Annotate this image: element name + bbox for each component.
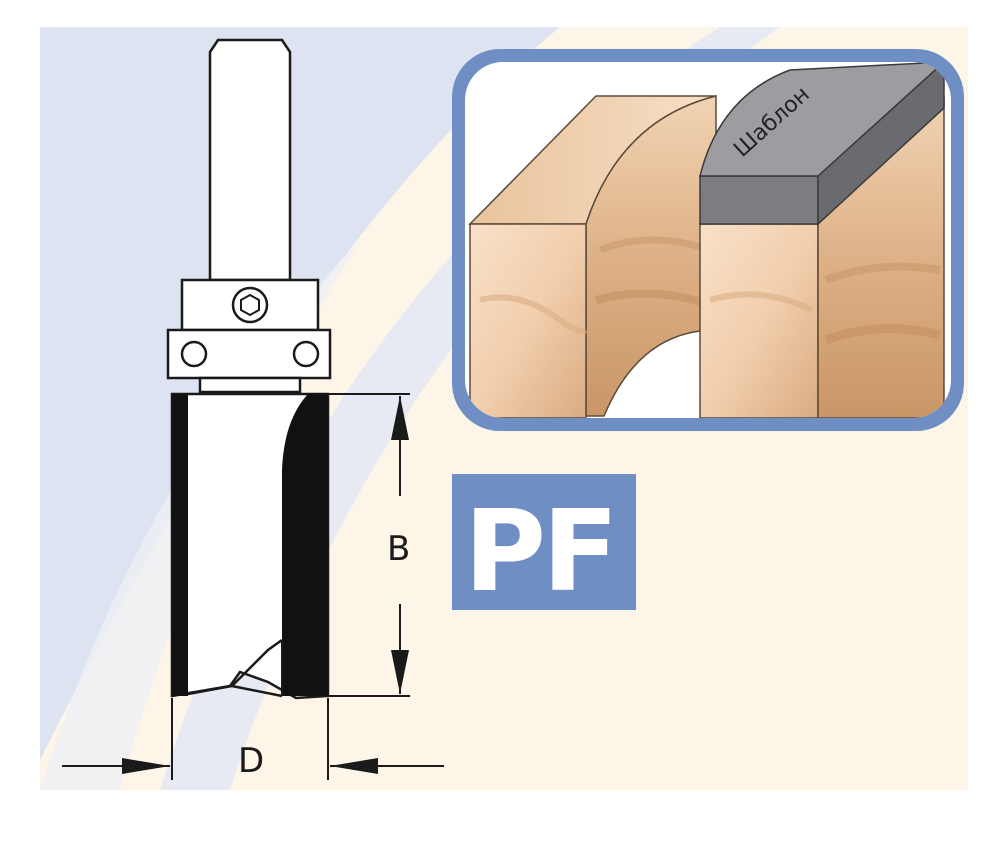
arrow-right-icon [122,758,170,774]
bearing-hole-icon [292,340,320,368]
shank [208,38,292,282]
dimension-b: B [328,393,410,697]
right-flute [282,394,328,696]
arrow-up-icon [391,396,409,440]
pf-badge: PF [452,474,636,617]
template-guide: Шаблон [699,62,947,226]
bearing-hole-icon [180,340,208,368]
dimension-d: D [62,698,444,781]
wood-workpiece-curved [468,95,717,418]
dimension-b-label: B [387,529,410,569]
wood-workpiece-straight [699,96,945,418]
left-flute [172,394,188,696]
arrow-down-icon [391,650,409,694]
dimension-d-label: D [238,741,264,781]
pf-badge-text: PF [464,487,615,617]
inset-illustration: Шаблон [452,49,964,431]
router-bit [166,38,332,700]
arrow-left-icon [330,758,378,774]
hex-socket-icon [231,286,269,324]
